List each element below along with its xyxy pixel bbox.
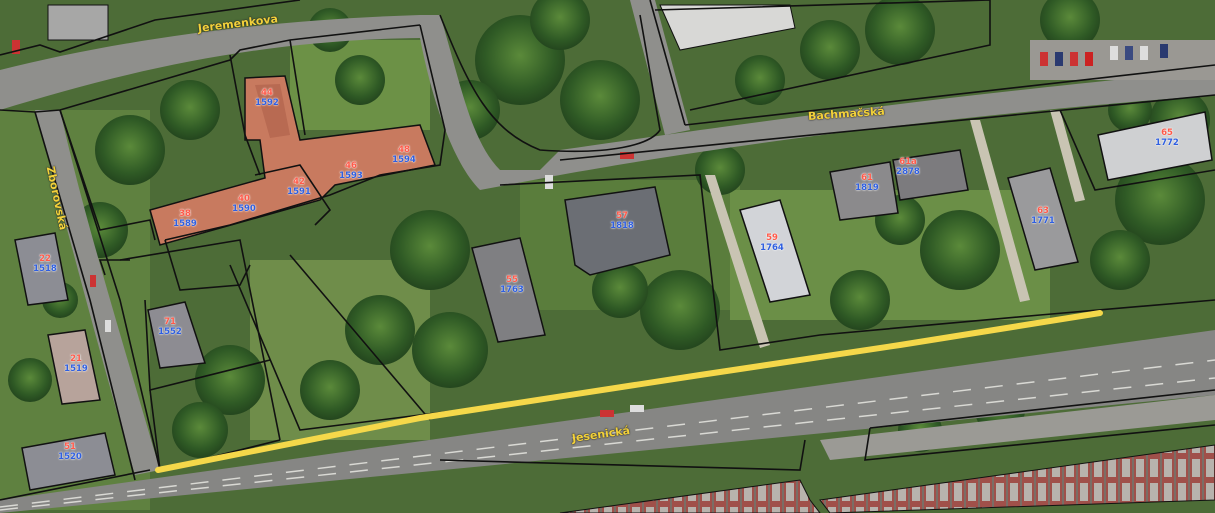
lane-markings bbox=[0, 359, 1215, 511]
tree-canopy bbox=[8, 0, 1210, 458]
parcel-boundaries bbox=[0, 0, 1215, 501]
highlighted-parcel-strip bbox=[155, 310, 1103, 473]
buildings bbox=[14, 4, 1215, 513]
